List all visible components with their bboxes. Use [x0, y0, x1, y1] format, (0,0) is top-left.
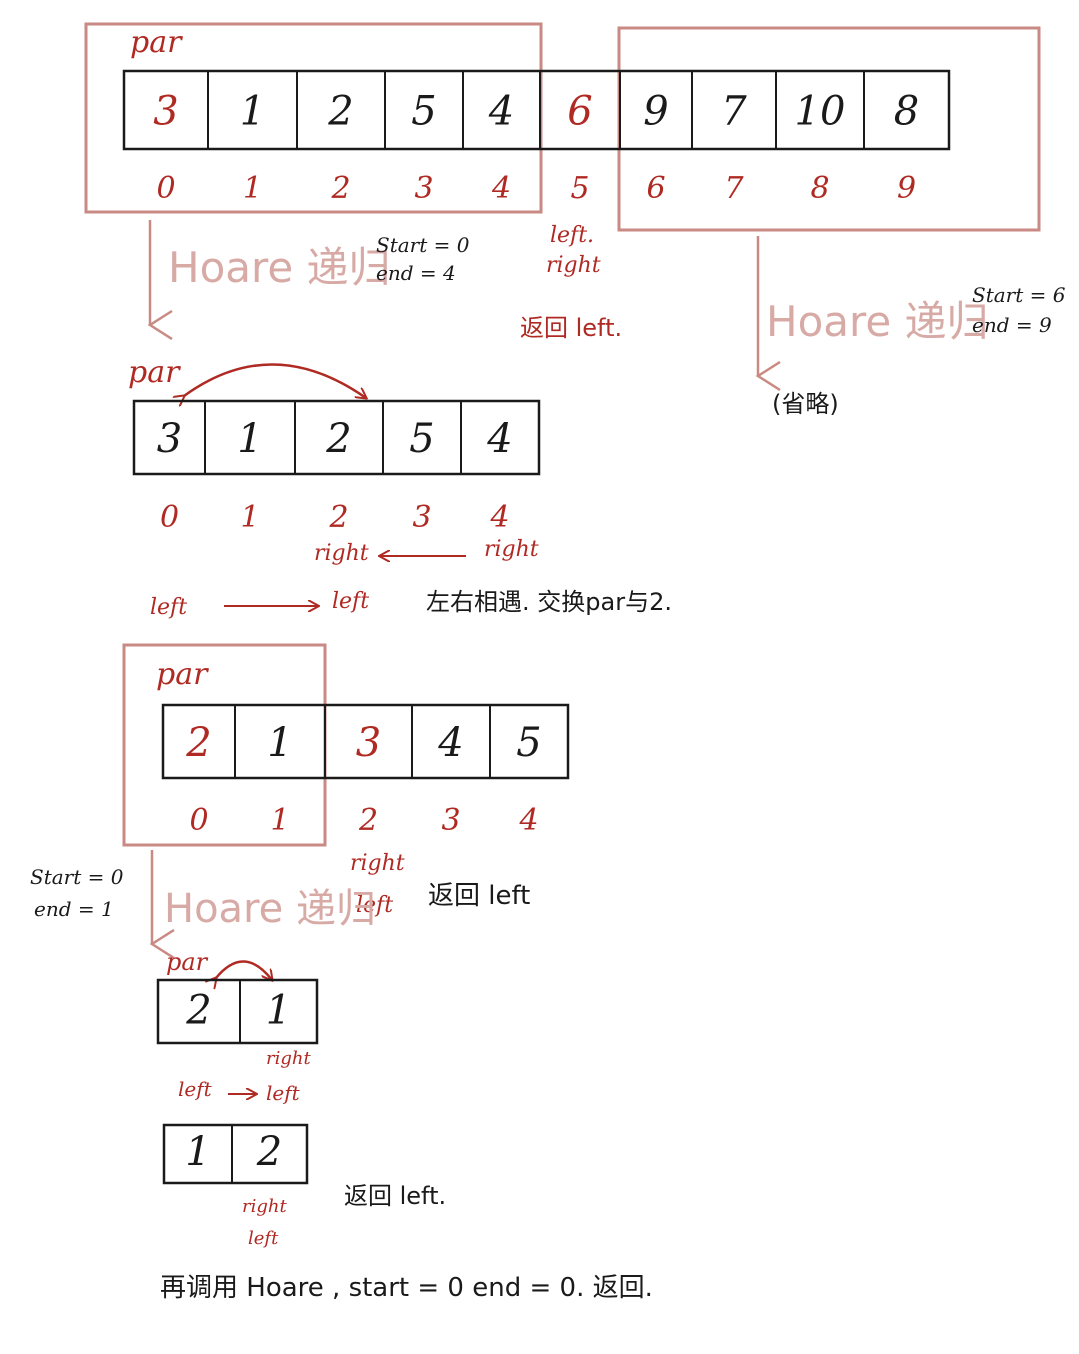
step3-cell-value: 3 — [356, 720, 381, 766]
top-cell-value: 7 — [721, 89, 747, 135]
step4-cell-value: 1 — [266, 987, 291, 1033]
step3-cell-value: 2 — [185, 720, 211, 766]
top-index: 1 — [243, 171, 262, 206]
top-index: 4 — [491, 171, 511, 206]
step3-outline — [161, 703, 570, 780]
step3-index: 3 — [441, 803, 460, 838]
step3-right-label: right — [350, 851, 405, 876]
top-cell-value: 6 — [567, 89, 592, 135]
step3-cell-value: 4 — [437, 720, 463, 766]
step2-par-label: par — [128, 355, 181, 390]
step2-index: 1 — [240, 500, 259, 535]
top-index: 2 — [330, 171, 350, 206]
meet-swap-note: 左右相遇. 交换par与2. — [426, 588, 672, 616]
top-index: 9 — [897, 171, 916, 206]
top-array: 3 1 2 5 4 6 9 7 10 8 0 1 2 3 4 5 6 7 8 9 — [122, 69, 951, 206]
step5-left-label: left — [248, 1228, 279, 1249]
top-index: 8 — [810, 171, 829, 206]
step3-index: 2 — [358, 803, 378, 838]
swap-arc-2-1 — [216, 960, 272, 980]
step2-section: par 3 1 2 5 4 0 1 2 3 4 right right left left 左右相… — [128, 355, 672, 620]
top-index: 5 — [570, 171, 589, 206]
swap-arc-par-2 — [184, 363, 366, 398]
mid-right-label: right — [546, 253, 601, 278]
top-index: 3 — [414, 171, 433, 206]
top-index: 7 — [724, 171, 744, 206]
step2-index: 4 — [489, 500, 509, 535]
step3-array: 2 1 3 4 5 0 1 2 3 4 — [161, 703, 570, 838]
top-outline — [122, 69, 951, 151]
step3-section: par 2 1 3 4 5 0 1 2 3 4 right left 返回 left Hoare … — [30, 643, 570, 944]
top-cell-value: 3 — [153, 89, 178, 135]
step2-right-from: right — [484, 537, 539, 562]
right-recursion-label: Hoare 递归 — [766, 297, 989, 346]
step5-outline — [162, 1123, 309, 1185]
step3-start-note: Start = 0 — [30, 865, 124, 889]
right-end-note: end = 9 — [972, 313, 1052, 337]
left-start-note: Start = 0 — [376, 233, 470, 257]
return-left-note: 返回 left. — [520, 314, 622, 342]
step3-index: 4 — [518, 803, 538, 838]
top-cell-value: 8 — [894, 89, 919, 135]
top-section: par 3 1 2 5 4 6 9 7 10 8 0 1 2 3 4 5 6 7 8 9 left. right 返回… — [84, 22, 1066, 418]
right-start-note: Start = 6 — [972, 283, 1066, 307]
step3-partition-frame — [122, 643, 327, 847]
step3-return-note: 返回 left — [428, 881, 530, 911]
step3-end-note: end = 1 — [34, 897, 114, 921]
step2-outline — [132, 399, 541, 476]
top-index: 0 — [156, 171, 175, 206]
step5-cell-value: 1 — [185, 1129, 210, 1175]
step2-cell-value: 3 — [157, 416, 182, 462]
step3-cell-value: 1 — [267, 720, 292, 766]
step2-cell-value: 1 — [237, 416, 262, 462]
step5-return-note: 返回 left. — [344, 1182, 446, 1210]
step4-outline — [156, 978, 319, 1045]
mid-left-label: left. — [550, 223, 594, 248]
step2-index: 0 — [160, 500, 179, 535]
step4-left-from: left — [178, 1077, 213, 1101]
step4-par-label: par — [166, 948, 209, 976]
step2-array: 3 1 2 5 4 0 1 2 3 4 — [132, 399, 541, 535]
step3-par-label: par — [156, 657, 209, 692]
step5-right-label: right — [242, 1196, 287, 1217]
step2-index: 2 — [328, 500, 348, 535]
step2-cell-value: 2 — [325, 416, 351, 462]
top-cell-value: 4 — [488, 89, 514, 135]
top-cell-value: 2 — [327, 89, 353, 135]
step3-left-label: left — [356, 893, 393, 918]
step3-index: 1 — [270, 803, 289, 838]
step2-cell-value: 5 — [409, 416, 434, 462]
left-recursion-label: Hoare 递归 — [168, 243, 391, 292]
final-note: 再调用 Hoare , start = 0 end = 0. 返回. — [160, 1273, 653, 1303]
top-cell-value: 10 — [795, 89, 846, 135]
step3-index: 0 — [189, 803, 208, 838]
par-label: par — [130, 25, 183, 60]
step3-cell-value: 5 — [516, 720, 541, 766]
top-cell-value: 1 — [240, 89, 265, 135]
step2-left-to: left — [332, 589, 369, 614]
top-cell-value: 5 — [411, 89, 436, 135]
step2-index: 3 — [412, 500, 431, 535]
left-end-note: end = 4 — [376, 261, 456, 285]
step4-cell-value: 2 — [185, 987, 211, 1033]
step4-right-label: right — [266, 1048, 311, 1069]
top-cell-value: 9 — [643, 89, 668, 135]
step2-left-from: left — [150, 595, 187, 620]
top-index: 6 — [646, 171, 665, 206]
omitted-note: (省略) — [772, 390, 839, 418]
step3-recursion-label: Hoare 递归 — [164, 886, 376, 932]
step2-cell-value: 4 — [486, 416, 512, 462]
step4-left-to: left — [266, 1081, 301, 1105]
step2-right-to: right — [314, 541, 369, 566]
step5-cell-value: 2 — [256, 1129, 282, 1175]
